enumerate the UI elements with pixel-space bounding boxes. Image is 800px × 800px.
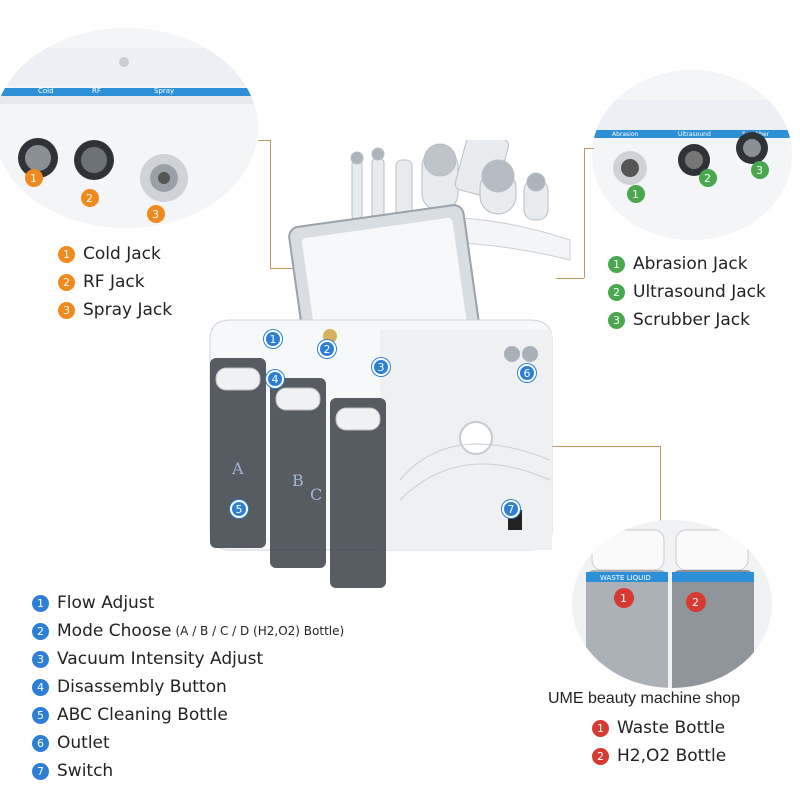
legend-ultrasound-jack: 2 Ultrasound Jack (608, 282, 766, 302)
number-badge: 2 (608, 283, 625, 301)
legend-label: Disassembly Button (57, 677, 227, 697)
marker-4-disassembly-button: 4 (266, 370, 284, 388)
bottle-letter-b: B (292, 471, 304, 490)
legend-label: H2,O2 Bottle (617, 746, 727, 766)
hydrafacial-machine-photo: A B C (209, 140, 571, 588)
legend-abc-bottle: 5 ABC Cleaning Bottle (32, 705, 228, 725)
number-badge: 1 (592, 719, 609, 737)
number-badge: 2 (592, 747, 609, 765)
number-badge: 1 (608, 255, 625, 273)
legend-label: Ultrasound Jack (633, 282, 766, 302)
cold-rf-spray-detail-photo: Cold RF Spray 1 2 3 (0, 28, 258, 228)
legend-scrubber-jack: 3 Scrubber Jack (608, 310, 750, 330)
svg-text:2: 2 (692, 596, 699, 609)
svg-text:3: 3 (152, 208, 159, 221)
legend-mode-choose: 2 Mode Choose (A / B / C / D (H2,O2) Bot… (32, 621, 344, 641)
panel-label-rf: RF (92, 87, 101, 95)
legend-label: Scrubber Jack (633, 310, 750, 330)
legend-label: Cold Jack (83, 244, 161, 264)
marker-1-flow-adjust: 1 (264, 330, 282, 348)
legend-label: Spray Jack (83, 300, 173, 320)
bottle-letter-c: C (310, 485, 322, 504)
number-badge: 1 (58, 245, 75, 263)
callout-line-left-vertical (270, 140, 271, 268)
number-badge: 3 (58, 301, 75, 319)
legend-label: Flow Adjust (57, 593, 155, 613)
svg-text:1: 1 (632, 188, 639, 201)
number-badge: 1 (32, 594, 49, 612)
marker-3-vacuum-intensity: 3 (372, 358, 390, 376)
brand-logo-icon (459, 421, 493, 455)
legend-disassembly-button: 4 Disassembly Button (32, 677, 227, 697)
waste-h2o2-bottle-detail-photo: WASTE LIQUID 1 2 (572, 520, 772, 688)
number-badge: 2 (32, 622, 49, 640)
bottle-letter-a: A (231, 459, 244, 478)
abrasion-ultrasound-scrubber-detail-photo: Abrasion Ultrasound Scrubber 1 2 3 (592, 70, 792, 240)
legend-label: Outlet (57, 733, 110, 753)
jack-panel-illustration: Cold RF Spray 1 2 3 (0, 28, 258, 228)
legend-label: Waste Bottle (617, 718, 726, 738)
bottle-illustration: WASTE LIQUID 1 2 (572, 520, 772, 688)
legend-rf-jack: 2 RF Jack (58, 272, 145, 292)
svg-text:1: 1 (30, 172, 37, 185)
legend-suffix: (A / B / C / D (H2,O2) Bottle) (175, 624, 345, 638)
panel-label-spray: Spray (154, 87, 174, 95)
legend-h2o2-bottle: 2 H2,O2 Bottle (592, 746, 726, 766)
handpieces (350, 140, 549, 223)
marker-7-switch: 7 (502, 500, 520, 518)
legend-cold-jack: 1 Cold Jack (58, 244, 161, 264)
marker-5-abc-bottle: 5 (230, 500, 248, 518)
number-badge: 3 (608, 311, 625, 329)
legend-switch: 7 Switch (32, 761, 113, 781)
legend-abrasion-jack: 1 Abrasion Jack (608, 254, 748, 274)
panel-label-abrasion: Abrasion (612, 131, 639, 138)
svg-text:2: 2 (86, 192, 93, 205)
legend-vacuum-intensity: 3 Vacuum Intensity Adjust (32, 649, 263, 669)
callout-line-left (258, 140, 270, 141)
legend-flow-adjust: 1 Flow Adjust (32, 593, 154, 613)
number-badge: 7 (32, 762, 49, 780)
callout-line-bottom (540, 446, 660, 447)
marker-6-outlet: 6 (518, 364, 536, 382)
number-badge: 2 (58, 273, 75, 291)
number-badge: 6 (32, 734, 49, 752)
jack-panel-illustration: Abrasion Ultrasound Scrubber 1 2 3 (592, 70, 792, 240)
callout-line-right (584, 148, 594, 149)
legend-label: Mode Choose (57, 621, 172, 641)
legend-label: Vacuum Intensity Adjust (57, 649, 264, 669)
svg-text:2: 2 (704, 172, 711, 185)
legend-label: RF Jack (83, 272, 145, 292)
callout-line-bottom-vertical (660, 446, 661, 524)
legend-waste-bottle: 1 Waste Bottle (592, 718, 725, 738)
legend-outlet: 6 Outlet (32, 733, 110, 753)
number-badge: 3 (32, 650, 49, 668)
callout-line-right-horizontal (556, 278, 584, 279)
svg-text:3: 3 (756, 164, 763, 177)
marker-2-mode-choose: 2 (318, 340, 336, 358)
legend-spray-jack: 3 Spray Jack (58, 300, 172, 320)
cleaning-bottles: A B C (210, 358, 386, 588)
panel-label-ultrasound: Ultrasound (678, 131, 711, 138)
number-badge: 5 (32, 706, 49, 724)
shop-watermark: UME beauty machine shop (548, 690, 741, 707)
legend-label: Abrasion Jack (633, 254, 748, 274)
legend-label: ABC Cleaning Bottle (57, 705, 228, 725)
number-badge: 4 (32, 678, 49, 696)
bottle-band-label: WASTE LIQUID (600, 574, 651, 582)
svg-text:1: 1 (620, 592, 627, 605)
callout-line-right-vertical (584, 148, 585, 278)
panel-label-cold: Cold (38, 87, 54, 95)
legend-label: Switch (57, 761, 114, 781)
